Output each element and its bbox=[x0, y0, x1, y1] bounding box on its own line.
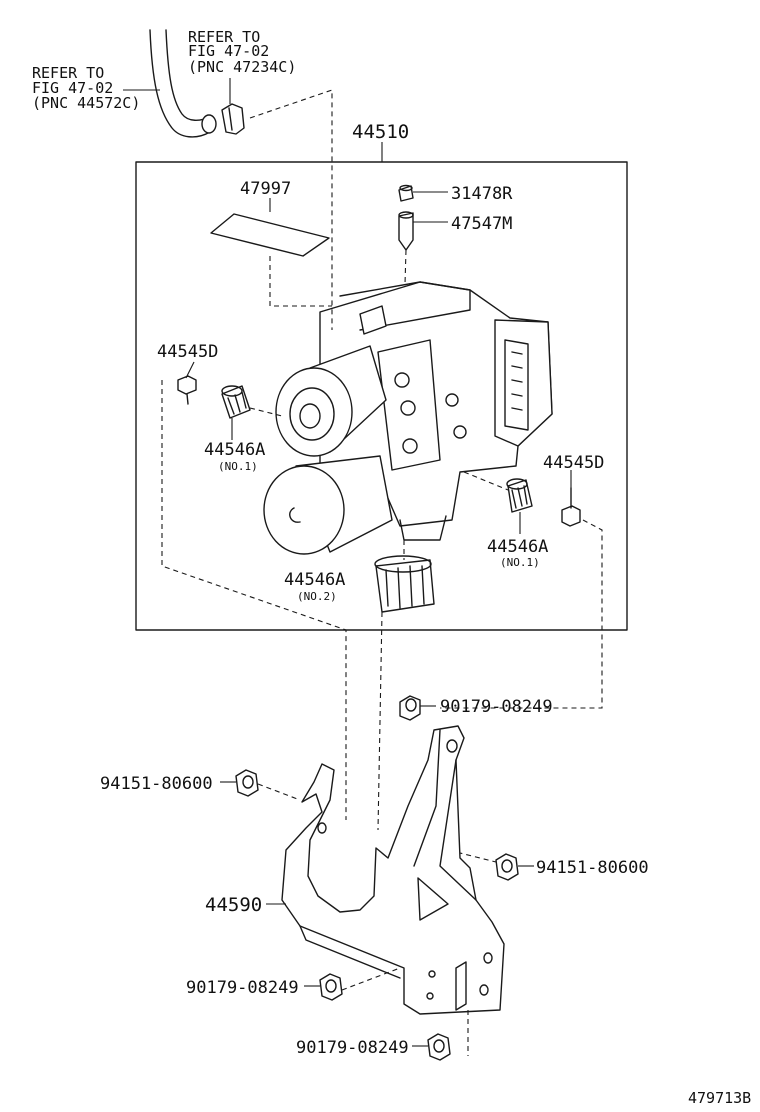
part-number-44590: 44590 bbox=[205, 894, 262, 916]
pin-right bbox=[561, 487, 581, 527]
bleeder-plug bbox=[398, 211, 414, 251]
part-number-44545D-left: 44545D bbox=[157, 342, 218, 362]
part-number-44546A-left: 44546A bbox=[204, 440, 265, 460]
ref-a-line1: REFER TO bbox=[188, 28, 260, 46]
ref-b-line1: REFER TO bbox=[32, 64, 104, 82]
nut-bottom-2 bbox=[427, 1033, 451, 1061]
note-no2-bottom: (NO.2) bbox=[297, 590, 337, 603]
nut-bottom-1 bbox=[319, 973, 343, 1001]
part-number-31478R: 31478R bbox=[451, 184, 513, 204]
ref-a-line2: FIG 47-02 bbox=[188, 42, 269, 60]
part-number-44510: 44510 bbox=[352, 121, 409, 143]
cushion-left bbox=[221, 385, 251, 419]
part-number-44546A-bottom: 44546A bbox=[284, 570, 345, 590]
note-no1-right: (NO.1) bbox=[500, 556, 540, 569]
part-number-44545D-right: 44545D bbox=[543, 453, 604, 473]
cushion-right bbox=[506, 478, 533, 513]
part-number-90179-08249-top: 90179-08249 bbox=[440, 697, 553, 717]
cushion-bottom bbox=[374, 555, 435, 613]
label-plate bbox=[210, 213, 330, 257]
part-number-94151-80600-right: 94151-80600 bbox=[536, 858, 649, 878]
nut-top-right bbox=[399, 695, 421, 721]
bracket bbox=[281, 725, 505, 1015]
part-number-90179-08249-bottom2: 90179-08249 bbox=[296, 1038, 409, 1058]
nut-left bbox=[235, 769, 259, 797]
ref-b-line3: (PNC 44572C) bbox=[32, 94, 140, 112]
figure-id: 479713B bbox=[688, 1089, 751, 1107]
nut-right bbox=[495, 853, 519, 881]
note-no1-left: (NO.1) bbox=[218, 460, 258, 473]
part-number-47547M: 47547M bbox=[451, 214, 512, 234]
solenoid-cylinder bbox=[275, 345, 387, 457]
pin-left bbox=[177, 375, 197, 405]
hose-clip bbox=[221, 103, 245, 135]
part-number-90179-08249-bottom1: 90179-08249 bbox=[186, 978, 299, 998]
ref-a-line3: (PNC 47234C) bbox=[188, 58, 296, 76]
part-number-47997: 47997 bbox=[240, 179, 291, 199]
ref-b-line2: FIG 47-02 bbox=[32, 79, 113, 97]
motor-cylinder bbox=[263, 455, 393, 555]
part-number-44546A-right: 44546A bbox=[487, 537, 548, 557]
cap-part bbox=[398, 184, 414, 202]
brake-hose-left bbox=[149, 29, 217, 138]
part-number-94151-80600-left: 94151-80600 bbox=[100, 774, 213, 794]
